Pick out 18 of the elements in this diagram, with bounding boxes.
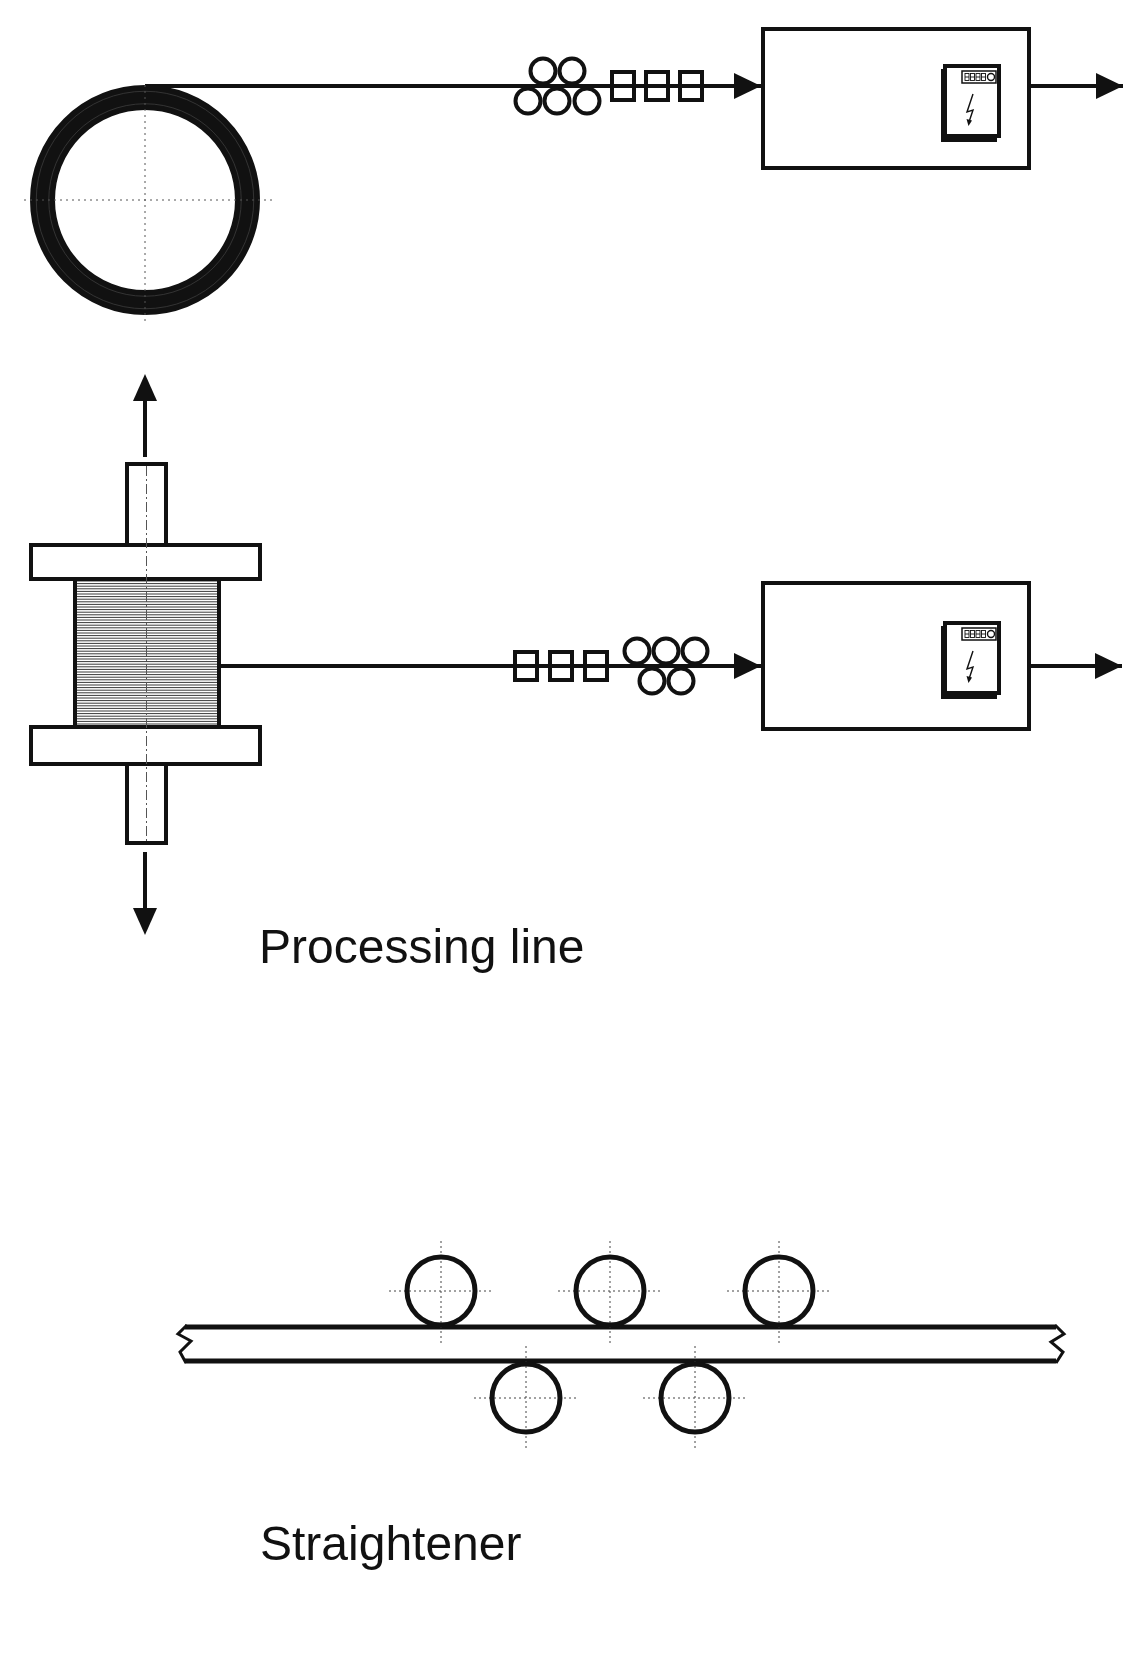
processing-machine xyxy=(761,27,1031,170)
connector-line xyxy=(145,84,513,88)
straightening-rollers xyxy=(622,636,710,696)
guide-blocks xyxy=(513,650,609,682)
processing-machine xyxy=(761,581,1031,731)
wire-spool xyxy=(29,462,262,845)
connector-line xyxy=(609,664,622,668)
guide-blocks xyxy=(610,70,704,102)
section-caption: Straightener xyxy=(260,1516,522,1572)
connector-line xyxy=(219,664,513,668)
connector-line xyxy=(602,84,610,88)
straightening-rollers xyxy=(513,56,602,116)
arrow xyxy=(704,73,761,99)
arrow xyxy=(1031,653,1122,679)
arrow xyxy=(710,653,761,679)
arrow xyxy=(1031,73,1123,99)
section-caption: Processing line xyxy=(259,919,585,975)
wire-coil xyxy=(24,85,272,323)
